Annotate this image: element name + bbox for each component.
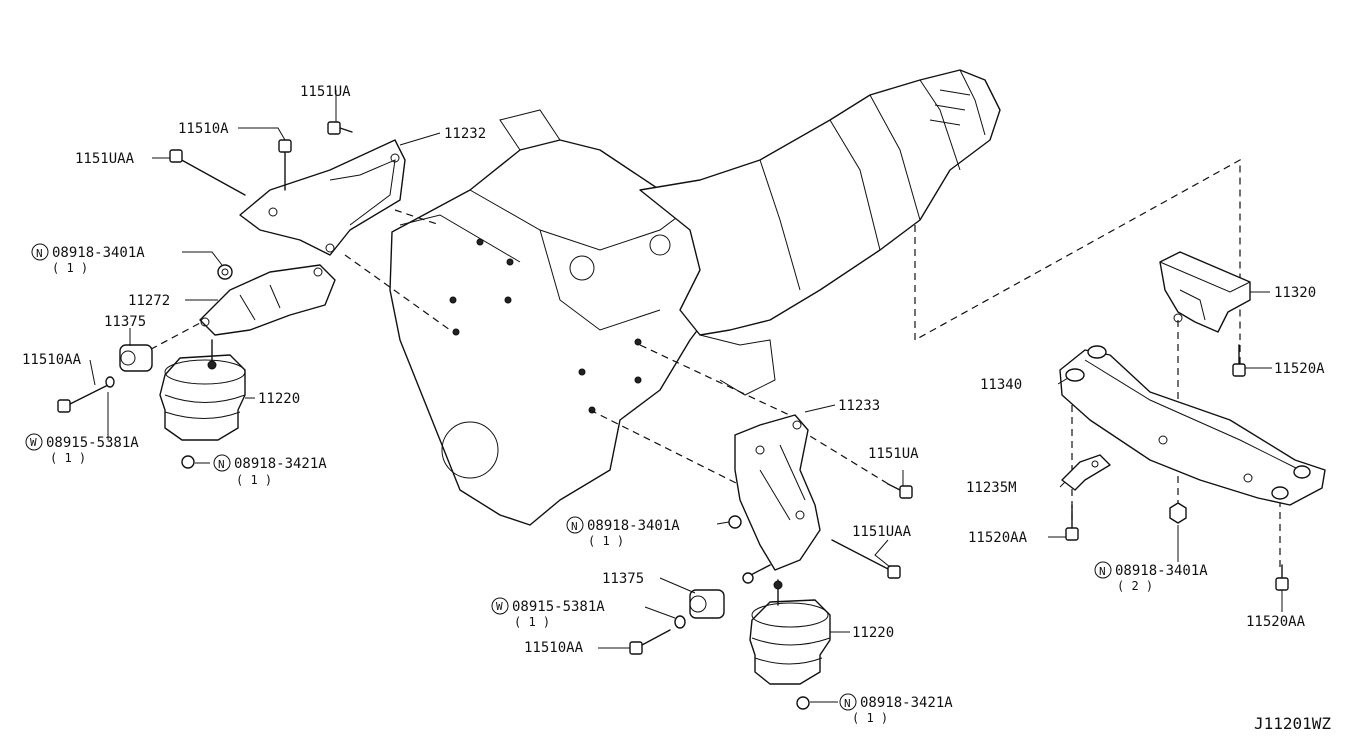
bracket-11272 — [199, 264, 336, 336]
bolt-1151UAA-top — [169, 149, 246, 196]
transmission — [639, 69, 1001, 396]
label-11520AA-left: 11520AA — [968, 530, 1028, 546]
label-11510AA-left: 11510AA — [22, 352, 82, 368]
bracket-11233 — [734, 414, 821, 571]
bushing-11375-right — [689, 564, 771, 619]
svg-text:08918-3401A: 08918-3401A — [587, 518, 680, 534]
svg-text:08915-5381A: 08915-5381A — [46, 435, 139, 451]
label-11220-left: 11220 — [258, 391, 300, 407]
svg-text:08918-3421A: 08918-3421A — [234, 456, 327, 472]
label-11272: 11272 — [128, 293, 170, 309]
nut-symbol: N — [36, 247, 43, 260]
svg-text:( 1 ): ( 1 ) — [236, 473, 272, 487]
label-11510A: 11510A — [178, 121, 229, 137]
bolt-11510AA-left — [57, 376, 115, 413]
svg-text:( 1 ): ( 1 ) — [852, 711, 888, 725]
engine-block — [389, 109, 721, 526]
leader-lines — [89, 90, 1283, 703]
crossmember-11340 — [1059, 345, 1326, 506]
nut-08918-3421A-left — [181, 455, 195, 469]
bracket-11232 — [239, 139, 406, 256]
bushing-11375-left — [119, 344, 153, 372]
label-11375-left: 11375 — [104, 314, 146, 330]
bracket-11235M — [1061, 454, 1111, 491]
diagram-id: J11201WZ — [1254, 714, 1331, 733]
label-11232: 11232 — [444, 126, 486, 142]
nut-symbol: N — [1099, 565, 1106, 578]
svg-text:08915-5381A: 08915-5381A — [512, 599, 605, 615]
insulator-11220-left — [159, 339, 246, 441]
rear-mount-11320 — [1159, 251, 1251, 333]
washer-symbol: W — [30, 436, 37, 449]
svg-text:( 1 ): ( 1 ) — [588, 534, 624, 548]
nut-symbol: N — [218, 458, 225, 471]
bolt-1151UA-top — [327, 121, 353, 135]
washer-08915-5381A-right — [674, 615, 686, 629]
label-1151UAA-top: 1151UAA — [75, 151, 135, 167]
label-N08918-3401A-right: N 08918-3401A ( 2 ) — [1094, 561, 1208, 593]
svg-text:08918-3421A: 08918-3421A — [860, 695, 953, 711]
label-11375-right: 11375 — [602, 571, 644, 587]
nut-symbol: N — [571, 520, 578, 533]
assembly-dashed-lines — [139, 158, 1281, 570]
nut-08918-3401A-right — [1169, 502, 1187, 524]
nut-08918-3401A-mid — [728, 515, 742, 529]
washer-symbol: W — [496, 600, 503, 613]
svg-text:( 1 ): ( 1 ) — [50, 451, 86, 465]
label-1151UA-right: 1151UA — [868, 446, 919, 462]
part-labels: 1151UA 11510A 1151UAA 11232 N 08918-3401… — [22, 84, 1331, 733]
label-11320: 11320 — [1274, 285, 1316, 301]
label-W08915-5381A-left: W 08915-5381A ( 1 ) — [25, 433, 139, 465]
bolt-11520AA-left — [1065, 504, 1079, 541]
label-N08918-3421A-left: N 08918-3421A ( 1 ) — [213, 454, 327, 487]
label-N08918-3401A-mid: N 08918-3401A ( 1 ) — [566, 516, 680, 548]
label-11340: 11340 — [980, 377, 1022, 393]
label-W08915-5381A-right: W 08915-5381A ( 1 ) — [491, 597, 605, 629]
bolt-1151UA-right — [887, 483, 913, 499]
nut-08918-3401A-top — [217, 264, 233, 280]
bolt-11510A — [278, 139, 292, 191]
bolt-1151UAA-right — [831, 539, 901, 579]
bolt-11520A — [1232, 344, 1246, 377]
svg-text:08918-3401A: 08918-3401A — [52, 245, 145, 261]
bolt-11510AA-right — [629, 629, 671, 655]
label-11233: 11233 — [838, 398, 880, 414]
label-11235M: 11235M — [966, 480, 1017, 496]
svg-text:( 1 ): ( 1 ) — [52, 261, 88, 275]
label-11510AA-right: 11510AA — [524, 640, 584, 656]
svg-text:08918-3401A: 08918-3401A — [1115, 563, 1208, 579]
bolt-11520AA-right — [1275, 564, 1289, 591]
label-11520AA-right: 11520AA — [1246, 614, 1306, 630]
label-11220-right: 11220 — [852, 625, 894, 641]
label-N08918-3421A-right: N 08918-3421A ( 1 ) — [839, 693, 953, 725]
label-1151UA-top: 1151UA — [300, 84, 351, 100]
label-11520A: 11520A — [1274, 361, 1325, 377]
insulator-11220-right — [749, 579, 831, 685]
label-N08918-3401A-top: N 08918-3401A ( 1 ) — [31, 243, 145, 275]
nut-symbol: N — [844, 697, 851, 710]
svg-text:( 1 ): ( 1 ) — [514, 615, 550, 629]
svg-text:( 2 ): ( 2 ) — [1117, 579, 1153, 593]
nut-08918-3421A-right — [796, 696, 810, 710]
label-1151UAA-right: 1151UAA — [852, 524, 912, 540]
